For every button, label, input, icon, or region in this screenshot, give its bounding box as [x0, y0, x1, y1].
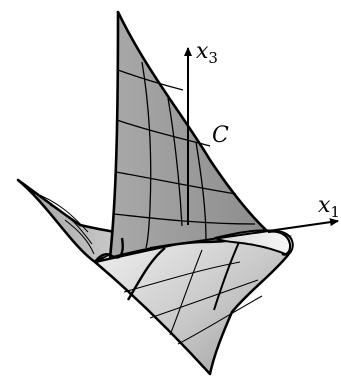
curve-c-label: C	[212, 123, 229, 148]
x1-axis-label: x1	[318, 193, 340, 221]
left-wing-grid	[31, 191, 95, 255]
blade-grid	[113, 61, 256, 249]
x3-axis-label: x3	[196, 39, 218, 67]
front-surface-grid	[123, 239, 263, 345]
blade-fold	[94, 237, 124, 263]
right-curl-edge	[267, 230, 292, 256]
x1-axis	[149, 218, 339, 249]
